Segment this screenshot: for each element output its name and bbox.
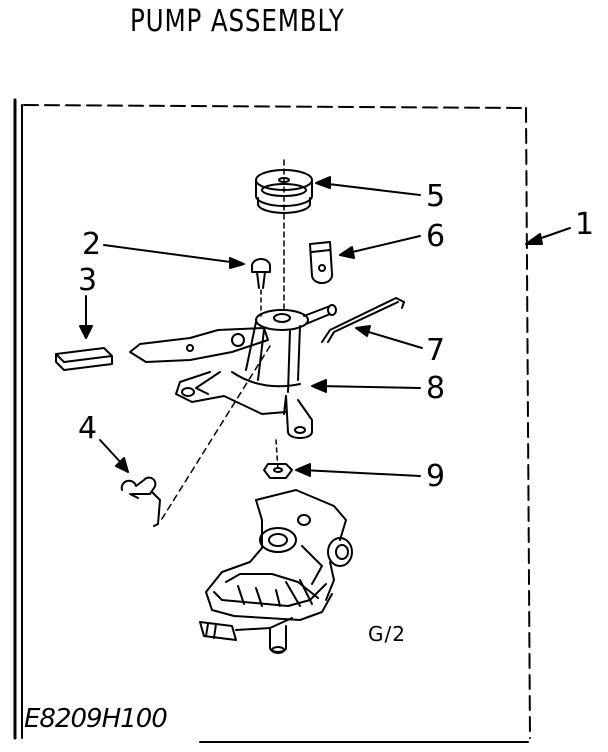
assembly-boundary <box>13 98 531 743</box>
nut-part <box>263 463 293 479</box>
callout-4: 4 <box>78 411 98 446</box>
leader-6 <box>339 235 421 259</box>
leader-4 <box>99 439 129 473</box>
leader-9 <box>295 463 421 477</box>
pad-part <box>55 347 113 371</box>
assembly-path-line <box>159 345 271 523</box>
diagram-title: PUMP ASSEMBLY <box>130 4 345 39</box>
callout-3: 3 <box>78 263 98 298</box>
leader-3 <box>79 295 93 339</box>
callout-9: 9 <box>426 459 446 494</box>
leader-5 <box>315 176 421 196</box>
clip-part <box>120 476 161 527</box>
callout-8: 8 <box>426 371 446 406</box>
spring-part <box>321 297 405 343</box>
leader-1 <box>525 227 571 245</box>
leader-8 <box>311 379 421 393</box>
pump-housing <box>199 489 353 654</box>
callout-2: 2 <box>82 227 102 262</box>
callout-6: 6 <box>426 219 446 254</box>
document-number: E8209H100 <box>24 704 168 734</box>
leader-2 <box>103 244 245 269</box>
figure-reference: G/2 <box>368 622 406 646</box>
callout-7: 7 <box>426 333 446 368</box>
bracket-part <box>309 241 334 284</box>
screw-part <box>251 258 271 317</box>
leader-7 <box>355 325 423 349</box>
callout-1: 1 <box>575 207 595 242</box>
mounting-bracket-part <box>129 304 337 471</box>
pulley-part <box>255 159 313 313</box>
callout-5: 5 <box>426 179 446 214</box>
